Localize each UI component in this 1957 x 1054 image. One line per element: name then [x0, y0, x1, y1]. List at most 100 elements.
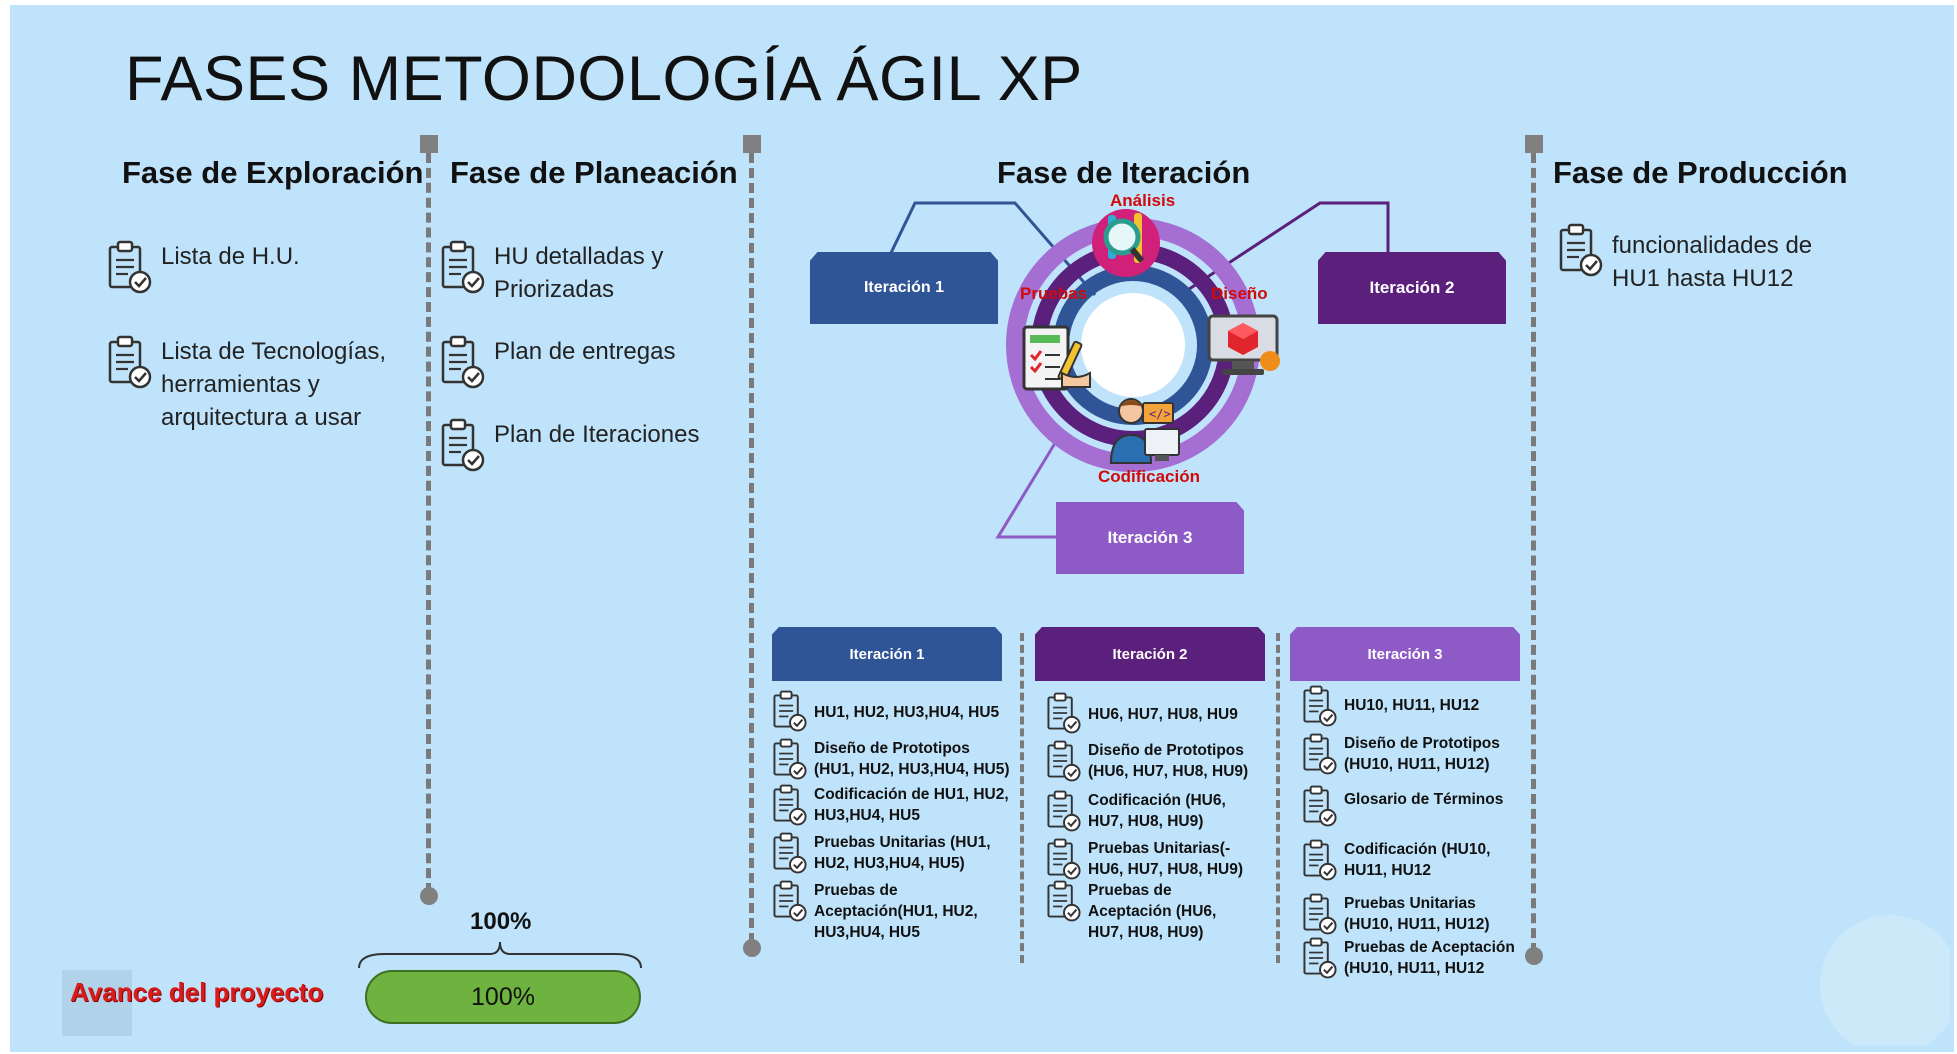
- exploration-heading: Fase de Exploración: [122, 155, 424, 190]
- list-item: Pruebas Unitarias (HU1, HU2, HU3,HU4, HU…: [772, 832, 1017, 874]
- iteration-1-column-header: Iteración 1: [772, 627, 1002, 681]
- progress-bar: 100%: [365, 970, 641, 1024]
- clipboard-check-icon: [1047, 740, 1081, 782]
- clipboard-check-icon: [1303, 839, 1337, 881]
- cycle-label-design: Diseño: [1211, 284, 1268, 303]
- clipboard-check-icon: [1047, 880, 1081, 922]
- divider-line: [426, 153, 431, 893]
- iteration-3-tab[interactable]: Iteración 3: [1056, 502, 1244, 574]
- planning-item: Plan de Iteraciones: [440, 418, 730, 472]
- clipboard-check-icon: [773, 784, 807, 826]
- list-item: Diseño de Prototipos (HU6, HU7, HU8, HU9…: [1046, 740, 1271, 782]
- list-item-text: HU10, HU11, HU12: [1344, 697, 1480, 714]
- list-item-text: Diseño de Prototipos (HU1, HU2, HU3,HU4,…: [814, 740, 1010, 778]
- clipboard-check-icon: [441, 418, 485, 472]
- list-item-text: Pruebas de Aceptación (HU6, HU7, HU8, HU…: [1088, 882, 1217, 941]
- divider-line: [1531, 153, 1536, 953]
- clipboard-check-icon: [1047, 790, 1081, 832]
- clipboard-check-icon: [1303, 893, 1337, 935]
- iteration-1-list: HU1, HU2, HU3,HU4, HU5 Diseño de Prototi…: [772, 690, 1017, 943]
- exploration-item: Lista de H.U.: [107, 240, 407, 294]
- cycle-label-analysis: Análisis: [1110, 191, 1176, 210]
- clipboard-check-icon: [1559, 223, 1603, 277]
- list-item-text: HU6, HU7, HU8, HU9: [1088, 706, 1238, 723]
- iteration-1-tab-label: Iteración 1: [863, 279, 945, 296]
- avance-backdrop: [62, 970, 132, 1036]
- list-item-text: Diseño de Prototipos (HU6, HU7, HU8, HU9…: [1088, 742, 1249, 780]
- planning-item-text: Plan de Iteraciones: [494, 421, 700, 448]
- analysis-magnifier-icon: [1092, 209, 1160, 277]
- iteration-2-tab-label: Iteración 2: [1369, 278, 1455, 297]
- clipboard-check-icon: [773, 880, 807, 922]
- list-item-text: Pruebas Unitarias (HU10, HU11, HU12): [1344, 895, 1490, 933]
- list-item: Codificación (HU6, HU7, HU8, HU9): [1046, 790, 1271, 832]
- column-divider: [1276, 633, 1280, 963]
- column-header-label: Iteración 2: [1112, 645, 1188, 663]
- iteration-3-list: HU10, HU11, HU12 Diseño de Prototipos (H…: [1302, 685, 1527, 979]
- exploration-item-text: Lista de H.U.: [161, 243, 300, 270]
- list-item: Pruebas Unitarias (HU10, HU11, HU12): [1302, 893, 1527, 935]
- list-item: Glosario de Términos: [1302, 785, 1527, 827]
- list-item-text: Diseño de Prototipos (HU10, HU11, HU12): [1344, 735, 1500, 773]
- column-header-label: Iteración 1: [849, 645, 925, 663]
- clipboard-check-icon: [1303, 785, 1337, 827]
- testing-checklist-icon: [1022, 325, 1091, 391]
- list-item: Diseño de Prototipos (HU1, HU2, HU3,HU4,…: [772, 738, 1017, 780]
- clipboard-check-icon: [1303, 685, 1337, 727]
- progress-label: Avance del proyecto: [70, 977, 324, 1007]
- cycle-label-coding: Codificación: [1098, 467, 1201, 486]
- list-item: HU10, HU11, HU12: [1302, 685, 1527, 727]
- progress-value: 100%: [471, 982, 535, 1011]
- list-item-text: Glosario de Términos: [1344, 791, 1504, 808]
- list-item: Pruebas de Aceptación (HU10, HU11, HU12: [1302, 937, 1527, 979]
- divider-top-marker: [420, 135, 438, 153]
- clipboard-check-icon: [108, 240, 152, 294]
- column-divider: [1020, 633, 1024, 963]
- iteration-2-list: HU6, HU7, HU8, HU9 Diseño de Prototipos …: [1046, 692, 1271, 943]
- production-heading: Fase de Producción: [1553, 155, 1848, 190]
- clipboard-check-icon: [773, 690, 807, 732]
- production-item-text: funcionalidades de HU1 hasta HU12: [1612, 232, 1813, 292]
- exploration-item-text: Lista de Tecnologías, herramientas y arq…: [161, 338, 387, 431]
- iteration-1-tab[interactable]: Iteración 1: [810, 252, 998, 324]
- design-monitor-icon: [1207, 314, 1280, 375]
- clipboard-check-icon: [108, 335, 152, 389]
- clipboard-check-icon: [1303, 733, 1337, 775]
- iteration-2-column-header: Iteración 2: [1035, 627, 1265, 681]
- planning-item-text: HU detalladas y Priorizadas: [494, 243, 664, 303]
- coding-developer-icon: </>: [1109, 398, 1180, 464]
- clipboard-check-icon: [1047, 838, 1081, 880]
- clipboard-check-icon: [441, 335, 485, 389]
- list-item-text: Pruebas de Aceptación (HU10, HU11, HU12: [1344, 939, 1515, 977]
- list-item: Diseño de Prototipos (HU10, HU11, HU12): [1302, 733, 1527, 775]
- iteration-heading: Fase de Iteración: [997, 155, 1251, 190]
- list-item-text: Codificación (HU10, HU11, HU12: [1344, 841, 1491, 879]
- cycle-label-testing: Pruebas: [1020, 284, 1088, 303]
- list-item: Pruebas Unitarias(-HU6, HU7, HU8, HU9): [1046, 838, 1271, 880]
- progress-brace: [358, 941, 642, 969]
- list-item-text: Pruebas Unitarias(-HU6, HU7, HU8, HU9): [1088, 840, 1244, 878]
- planning-heading: Fase de Planeación: [450, 155, 738, 190]
- list-item: Codificación de HU1, HU2, HU3,HU4, HU5: [772, 784, 1017, 826]
- list-item: Pruebas de Aceptación (HU6, HU7, HU8, HU…: [1046, 880, 1271, 943]
- column-header-label: Iteración 3: [1367, 645, 1443, 663]
- clipboard-check-icon: [773, 832, 807, 874]
- list-item: Codificación (HU10, HU11, HU12: [1302, 839, 1527, 881]
- slide: FASES METODOLOGÍA ÁGIL XP Fase de Explor…: [10, 5, 1954, 1052]
- svg-text:</>: </>: [1149, 407, 1171, 421]
- exploration-item: Lista de Tecnologías, herramientas y arq…: [107, 335, 417, 434]
- divider-top-marker: [743, 135, 761, 153]
- divider-end-marker: [420, 887, 438, 905]
- iteration-2-tab[interactable]: Iteración 2: [1318, 252, 1506, 324]
- list-item: Pruebas de Aceptación(HU1, HU2, HU3,HU4,…: [772, 880, 1017, 943]
- clipboard-check-icon: [1047, 692, 1081, 734]
- iteration-3-tab-label: Iteración 3: [1107, 528, 1193, 547]
- list-item: HU6, HU7, HU8, HU9: [1046, 692, 1271, 734]
- clipboard-check-icon: [773, 738, 807, 780]
- slide-title: FASES METODOLOGÍA ÁGIL XP: [125, 44, 1083, 114]
- iteration-3-column-header: Iteración 3: [1290, 627, 1520, 681]
- list-item: HU1, HU2, HU3,HU4, HU5: [772, 690, 1017, 732]
- list-item-text: Pruebas Unitarias (HU1, HU2, HU3,HU4, HU…: [814, 834, 991, 872]
- divider-end-marker: [743, 939, 761, 957]
- list-item-text: HU1, HU2, HU3,HU4, HU5: [814, 704, 1000, 721]
